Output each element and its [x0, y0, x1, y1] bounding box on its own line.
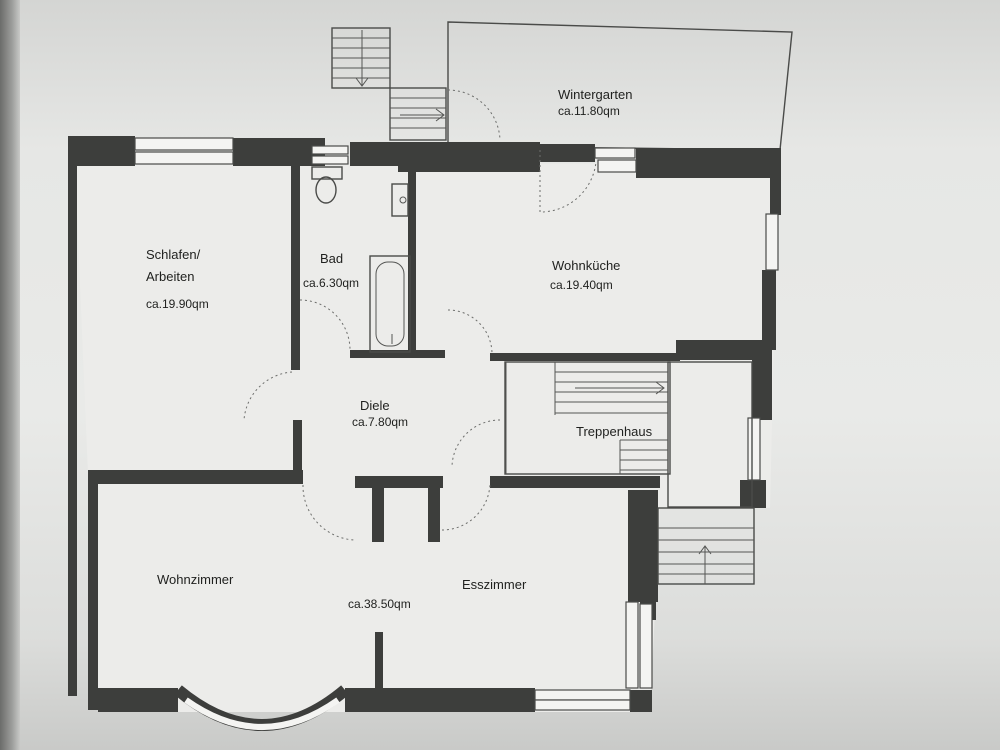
- diele-label: Diele: [360, 398, 390, 413]
- room-labels: Wintergarten ca.11.80qm Schlafen/ Arbeit…: [146, 87, 653, 611]
- bad-area: ca.6.30qm: [303, 276, 359, 290]
- treppenhaus-label: Treppenhaus: [576, 424, 653, 439]
- schlafen-label-line2: Arbeiten: [146, 269, 194, 284]
- diele-area: ca.7.80qm: [352, 415, 408, 429]
- wohn-ess-area: ca.38.50qm: [348, 597, 411, 611]
- esszimmer-label: Esszimmer: [462, 577, 527, 592]
- monitor-bezel: [0, 0, 20, 750]
- wintergarten-room: [447, 21, 793, 151]
- outer-walls: [68, 136, 781, 712]
- schlafen-label-line1: Schlafen/: [146, 247, 201, 262]
- wohnzimmer-label: Wohnzimmer: [157, 572, 234, 587]
- wintergarten-label: Wintergarten: [558, 87, 632, 102]
- door-swings: [243, 150, 597, 541]
- bad-label: Bad: [320, 251, 343, 266]
- top-stairs: [331, 27, 501, 141]
- floor-area: [75, 163, 778, 712]
- windows: [134, 137, 779, 711]
- schlafen-area: ca.19.90qm: [146, 297, 209, 311]
- bath-fixtures: [311, 166, 411, 353]
- wintergarten-area: ca.11.80qm: [558, 104, 620, 118]
- wohnkueche-area: ca.19.40qm: [550, 278, 613, 292]
- wohnkueche-label: Wohnküche: [552, 258, 620, 273]
- outdoor-stairs: [657, 507, 755, 585]
- bay-window: [174, 685, 349, 731]
- interior-walls: [88, 166, 766, 688]
- inner-staircase: [504, 361, 753, 508]
